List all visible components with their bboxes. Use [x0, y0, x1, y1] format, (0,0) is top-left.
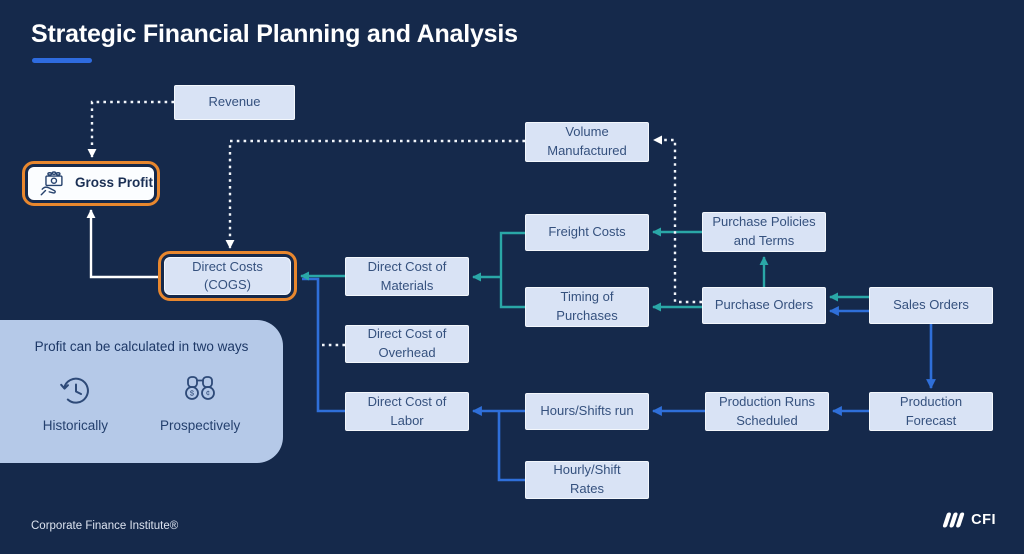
info-panel: Profit can be calculated in two ways His…: [0, 320, 283, 463]
node-purchase-orders: Purchase Orders: [702, 287, 826, 324]
node-label: Direct Cost of Overhead: [367, 326, 447, 360]
node-label: Gross Profit: [74, 175, 153, 191]
svg-text:¢: ¢: [206, 389, 210, 398]
info-panel-item-label: Historically: [42, 418, 108, 433]
node-label: Volume Manufactured: [547, 124, 627, 158]
node-volume-manufactured: Volume Manufactured: [525, 122, 649, 162]
node-label: Hours/Shifts run: [540, 403, 634, 419]
footer-credit: Corporate Finance Institute®: [31, 520, 179, 532]
node-label: Production Runs Scheduled: [718, 393, 816, 428]
node-hourly-shift-rates: Hourly/Shift Rates: [525, 461, 649, 499]
title-underline: [32, 58, 92, 63]
node-sales-orders: Sales Orders: [869, 287, 993, 324]
node-gross-profit: Gross Profit: [22, 161, 160, 206]
money-in-hand-icon: [40, 170, 63, 195]
page-title: Strategic Financial Planning and Analysi…: [31, 20, 518, 48]
node-label: Freight Costs: [548, 224, 626, 240]
node-label: Purchase Policies and Terms: [712, 214, 816, 248]
node-label: Direct Costs (COGS): [192, 258, 263, 292]
node-timing-of-purchases: Timing of Purchases: [525, 287, 649, 327]
node-purchase-policies: Purchase Policies and Terms: [702, 212, 826, 252]
node-direct-cost-materials: Direct Cost of Materials: [345, 257, 469, 296]
node-label: Sales Orders: [893, 297, 969, 313]
info-panel-item-prospectively: $ ¢ Prospectively: [160, 368, 240, 433]
node-revenue: Revenue: [174, 85, 295, 120]
cfi-logo-text: CFI: [971, 512, 996, 528]
node-production-forecast: Production Forecast: [869, 392, 993, 431]
node-label: Direct Cost of Labor: [367, 393, 447, 428]
node-direct-cost-overhead: Direct Cost of Overhead: [345, 325, 469, 363]
node-production-runs-scheduled: Production Runs Scheduled: [705, 392, 829, 431]
cfi-logo-icon: [943, 512, 965, 528]
node-direct-costs-cogs: Direct Costs (COGS): [158, 251, 297, 301]
node-hours-shifts-run: Hours/Shifts run: [525, 393, 649, 430]
history-clock-icon: [60, 377, 90, 404]
node-label: Revenue: [208, 94, 261, 110]
info-panel-item-label: Prospectively: [159, 418, 241, 433]
node-label: Direct Cost of Materials: [367, 258, 447, 293]
info-panel-item-historically: Historically: [43, 368, 108, 433]
svg-text:$: $: [190, 389, 195, 398]
node-direct-cost-labor: Direct Cost of Labor: [345, 392, 469, 431]
node-label: Hourly/Shift Rates: [553, 462, 621, 496]
node-label: Purchase Orders: [714, 297, 814, 313]
binoculars-icon: $ ¢: [185, 376, 216, 400]
node-freight-costs: Freight Costs: [525, 214, 649, 251]
node-label: Timing of Purchases: [556, 289, 618, 323]
info-panel-heading: Profit can be calculated in two ways: [34, 339, 249, 354]
node-label: Production Forecast: [899, 393, 963, 428]
cfi-logo: CFI: [940, 510, 996, 530]
